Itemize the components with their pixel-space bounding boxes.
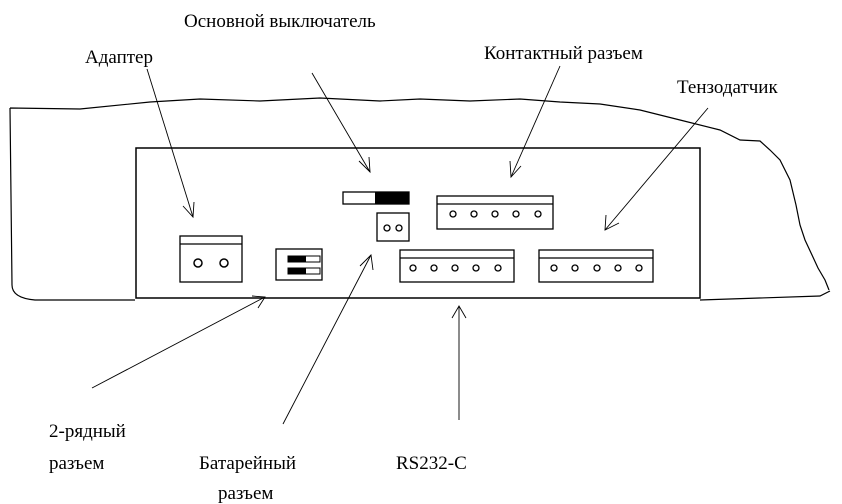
leader-two-row-connector xyxy=(91,295,266,389)
label-rs232: RS232-C xyxy=(396,453,467,474)
leader-strain-gauge xyxy=(604,107,709,231)
strain-gauge-connector xyxy=(538,249,654,283)
device-housing-outline xyxy=(9,97,831,301)
label-contact-connector: Контактный разъем xyxy=(484,43,643,64)
leader-contact-connector xyxy=(509,65,561,179)
leader-adapter xyxy=(146,68,195,219)
label-battery-connector-line2: разъем xyxy=(218,483,274,504)
label-adapter: Адаптер xyxy=(85,47,153,68)
label-main-switch: Основной выключатель xyxy=(184,11,376,32)
contact-connector xyxy=(436,195,554,230)
main-switch xyxy=(342,191,410,205)
adapter-socket xyxy=(179,235,243,283)
label-two-row-connector-line2: разъем xyxy=(49,453,105,474)
leader-main-switch xyxy=(311,72,371,174)
connector-panel xyxy=(135,147,701,299)
rs232-connector xyxy=(399,249,515,283)
leader-battery-connector xyxy=(282,254,374,425)
battery-connector xyxy=(376,212,410,242)
label-battery-connector-line1: Батарейный xyxy=(199,453,297,474)
two-row-connector xyxy=(275,248,323,281)
label-two-row-connector-line1: 2-рядный xyxy=(49,421,126,442)
leader-rs232 xyxy=(451,305,467,420)
label-strain-gauge: Тензодатчик xyxy=(677,77,778,98)
